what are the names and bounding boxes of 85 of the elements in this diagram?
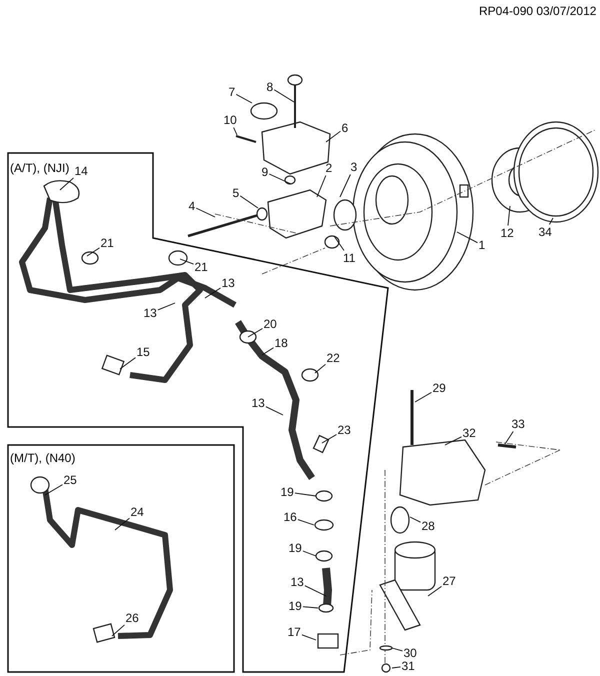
leader-line (268, 174, 292, 184)
leader-line (274, 89, 294, 102)
leader-line (334, 236, 344, 251)
callout-number: 21 (100, 236, 114, 250)
leader-line (112, 624, 125, 636)
callout-number: 5 (232, 186, 240, 200)
leader-line (204, 288, 221, 298)
callout-number: 19 (280, 486, 294, 498)
callout-number: 12 (500, 226, 514, 240)
variant-heading: (A/T), (NJI) (10, 162, 70, 175)
leader-line (326, 130, 341, 142)
drawing-reference: RP04-090 03/07/2012 (479, 5, 596, 18)
callout-number: 9 (262, 166, 268, 178)
callout-number: 13 (290, 576, 304, 588)
leader-line (157, 302, 176, 310)
callout-number: 6 (342, 122, 348, 134)
leader-line (316, 175, 326, 198)
leader-line (233, 127, 238, 136)
callout-number: 4 (188, 200, 196, 212)
leader-line (265, 406, 284, 416)
callout-number: 25 (64, 474, 77, 486)
callout-number: 14 (74, 164, 88, 178)
inset-frame (8, 445, 234, 672)
callout-number: 3 (350, 160, 358, 174)
callout-number: 32 (462, 426, 476, 440)
leader-line (196, 208, 216, 218)
leader-line (504, 431, 514, 444)
callout-number: 16 (284, 510, 297, 524)
leader-line (86, 247, 100, 256)
leader-line (304, 585, 326, 596)
leader-line (236, 94, 252, 104)
leader-line (340, 174, 351, 198)
leader-line (114, 518, 130, 530)
leader-line (456, 232, 478, 244)
leader-line (301, 634, 316, 640)
callout-number: 8 (266, 80, 274, 94)
leader-line (508, 206, 510, 226)
leader-line (410, 516, 421, 523)
callout-number: 13 (222, 276, 235, 290)
leader-line (240, 195, 258, 208)
callout-number: 19 (288, 600, 302, 612)
callout-number: 29 (432, 382, 446, 394)
leader-line (262, 347, 274, 356)
leader-line (428, 586, 442, 596)
callout-number: 17 (288, 626, 301, 638)
leader-line (414, 392, 432, 402)
callout-number: 26 (126, 612, 139, 624)
leader-line (392, 648, 403, 652)
callout-number: 20 (264, 318, 277, 330)
leader-line (294, 492, 316, 496)
callout-number: 22 (326, 352, 340, 364)
callout-number: 27 (442, 574, 456, 588)
callout-number: 24 (130, 506, 144, 518)
callout-number: 13 (252, 396, 265, 410)
leader-line (314, 364, 326, 374)
callout-number: 18 (274, 336, 288, 350)
leader-line (392, 666, 401, 668)
leader-line (44, 484, 63, 496)
leader-line (60, 177, 74, 190)
callout-number: 34 (538, 226, 552, 238)
callout-number: 30 (404, 646, 417, 660)
leader-line (120, 357, 136, 370)
callout-number: 1 (478, 238, 486, 252)
leader-line (548, 218, 554, 225)
callout-number: 28 (422, 520, 435, 532)
leader-line (302, 550, 316, 556)
callout-number: 10 (224, 114, 237, 126)
callout-number: 2 (326, 162, 332, 174)
callout-number: 7 (228, 86, 236, 98)
leader-line (248, 328, 263, 338)
leader-line (297, 519, 314, 526)
leader-line (180, 258, 194, 265)
callout-number: 19 (288, 542, 302, 554)
inset-frame (8, 153, 388, 672)
callout-number: 11 (343, 252, 356, 264)
callout-number: 15 (136, 346, 150, 358)
leader-line (444, 436, 462, 446)
callout-number: 21 (194, 260, 208, 274)
variant-heading: (M/T), (N40) (10, 452, 76, 465)
callout-number: 33 (512, 418, 525, 430)
callout-number: 13 (144, 306, 157, 320)
leader-line (322, 434, 337, 444)
leader-line (302, 606, 318, 608)
callout-number: 23 (338, 424, 351, 436)
callout-number: 31 (402, 660, 415, 672)
